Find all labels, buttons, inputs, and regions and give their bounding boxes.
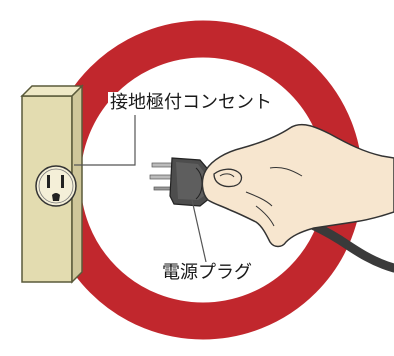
outlet-slot-right xyxy=(61,175,64,188)
outlet-slot-left xyxy=(47,175,50,188)
outlet-label: 接地極付コンセント xyxy=(108,92,274,114)
thumb xyxy=(214,169,241,186)
hand xyxy=(202,125,394,247)
outlet-ground-hole xyxy=(52,193,60,201)
grounded-outlet xyxy=(36,166,76,206)
plug-label: 電源プラグ xyxy=(160,262,254,284)
plug-leader-line xyxy=(192,200,206,262)
